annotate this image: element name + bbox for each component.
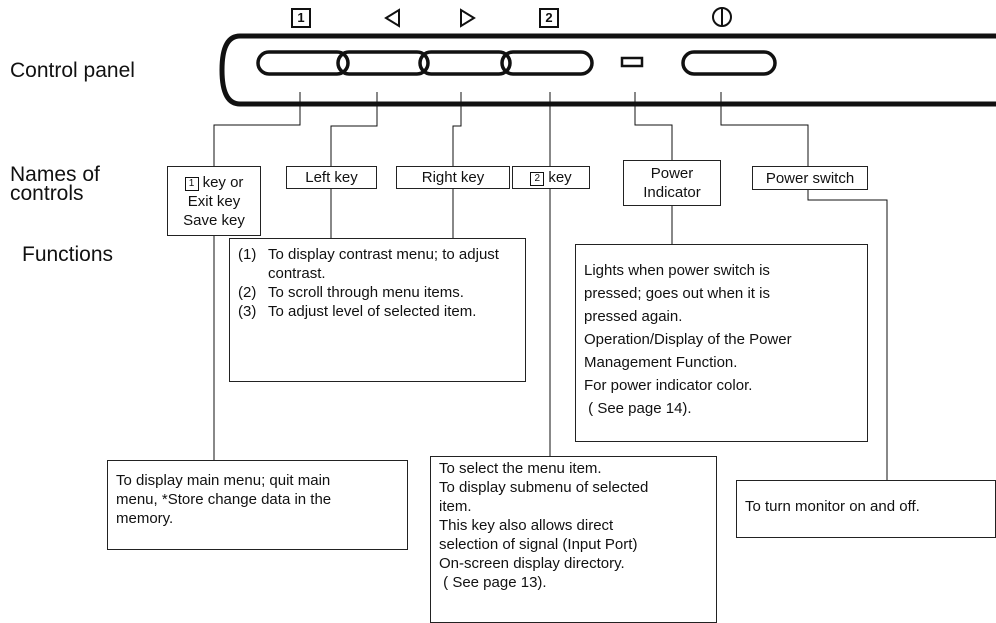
left-key-name: Left key bbox=[305, 169, 358, 186]
power-indicator-shape bbox=[620, 56, 644, 68]
left-arrow-icon bbox=[384, 8, 400, 28]
button-1-shape bbox=[256, 50, 350, 76]
list-item: (2) To scroll through menu items. bbox=[238, 284, 464, 301]
names-of-controls-label: Names of controls bbox=[10, 163, 100, 205]
control-panel-label: Control panel bbox=[10, 59, 135, 82]
power-indicator-name-line1: Power bbox=[650, 165, 694, 182]
right-key-name: Right key bbox=[421, 169, 485, 186]
key1-name-line3: Save key bbox=[183, 211, 245, 229]
right-key-name-box: Right key bbox=[396, 166, 510, 189]
power-switch-function-box: To turn monitor on and off. bbox=[736, 480, 996, 538]
key1-symbol: 1 bbox=[297, 10, 305, 25]
key1-name-line1: key or bbox=[202, 173, 244, 191]
power-indicator-function-box: Lights when power switch is pressed; goe… bbox=[575, 244, 868, 442]
power-indicator-name-line2: Indicator bbox=[643, 184, 701, 201]
right-arrow-icon bbox=[460, 8, 476, 28]
functions-label: Functions bbox=[22, 243, 114, 266]
key2-symbol-box bbox=[539, 8, 559, 28]
key1-symbol-box bbox=[291, 8, 311, 28]
key2-symbol: 2 bbox=[545, 10, 553, 25]
key1-name-line2: Exit key bbox=[187, 192, 241, 210]
key2-name: key bbox=[548, 169, 572, 186]
names-of-controls-line1: Names of bbox=[10, 163, 100, 186]
left-key-name-box: Left key bbox=[286, 166, 377, 189]
power-button-shape bbox=[681, 50, 777, 76]
power-switch-name: Power switch bbox=[765, 169, 855, 187]
button-right-shape bbox=[418, 50, 512, 76]
list-item: (1) To display contrast menu; to adjust … bbox=[238, 246, 499, 282]
key2-function-box: To select the menu item. To display subm… bbox=[430, 456, 717, 623]
control-panel-outline bbox=[219, 33, 996, 107]
key1-inline-icon: 1 bbox=[184, 176, 199, 191]
names-of-controls-line2: controls bbox=[10, 182, 84, 205]
power-indicator-name-box: Power Indicator bbox=[623, 160, 721, 206]
button-left-shape bbox=[336, 50, 430, 76]
key2-inline-icon: 2 bbox=[530, 172, 545, 186]
button-2-shape bbox=[500, 50, 594, 76]
list-item: (3) To adjust level of selected item. bbox=[238, 303, 477, 320]
key1-function-box: To display main menu; quit main menu, *S… bbox=[107, 460, 408, 550]
power-switch-name-box: Power switch bbox=[752, 166, 868, 190]
arrow-keys-function-box: (1) To display contrast menu; to adjust … bbox=[229, 238, 526, 382]
